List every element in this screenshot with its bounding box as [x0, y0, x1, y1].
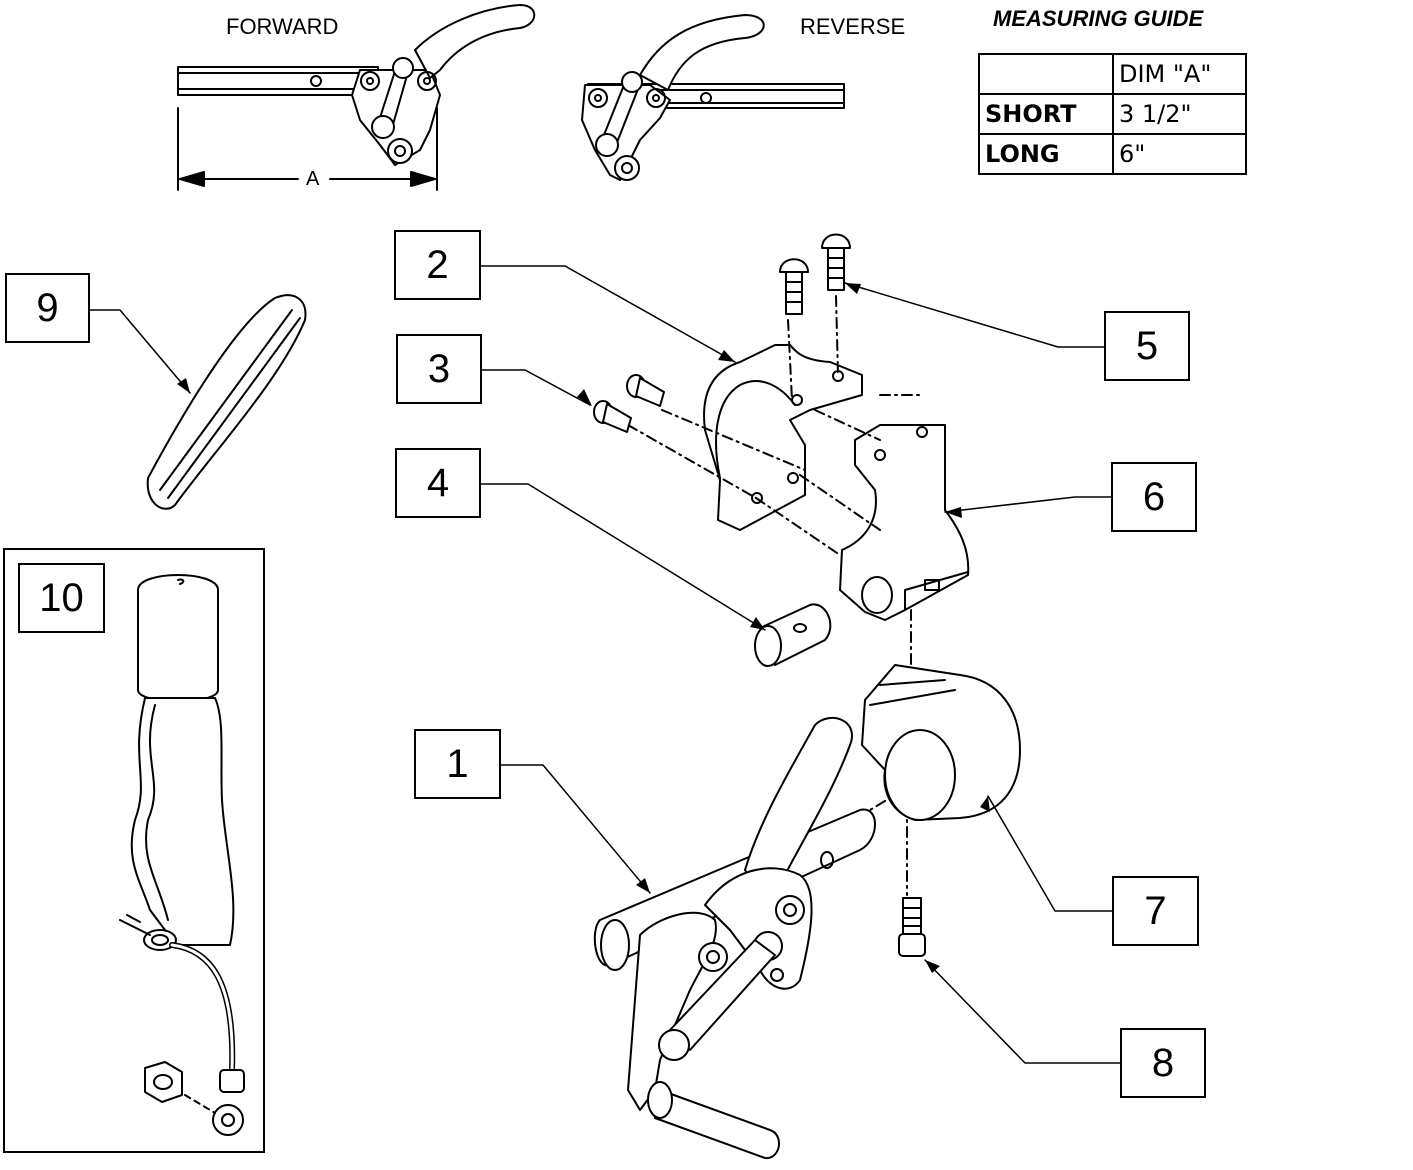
part-3-screws — [593, 374, 665, 433]
callout-7: 7 — [1112, 876, 1199, 946]
callout-10: 10 — [18, 563, 105, 633]
callout-arrowheads — [177, 283, 990, 973]
measuring-guide-title: MEASURING GUIDE — [993, 6, 1204, 31]
callout-leader-lines — [89, 265, 1122, 1064]
table-cell: 6" — [1112, 133, 1247, 175]
table-header-cell: DIM "A" — [1112, 53, 1247, 95]
part-9-handle-pad — [146, 294, 307, 510]
table-row: LONG 6" — [978, 133, 1247, 175]
callout-3: 3 — [396, 334, 482, 404]
callout-4: 4 — [395, 448, 481, 518]
table-row: SHORT 3 1/2" — [978, 93, 1247, 135]
part-10-handle-grip-assembly — [119, 574, 245, 1136]
dimension-a-label: A — [306, 168, 320, 190]
callout-5: 5 — [1104, 311, 1190, 381]
part-10-frame — [3, 548, 265, 1153]
measuring-guide-table: DIM "A" SHORT 3 1/2" LONG 6" — [978, 53, 1247, 175]
reverse-view-drawing — [581, 14, 845, 181]
table-cell: 3 1/2" — [1112, 93, 1247, 135]
table-header-cell — [978, 53, 1114, 95]
part-5-screws — [779, 233, 851, 315]
assembly-dashed-lines — [627, 295, 923, 896]
callout-1: 1 — [414, 729, 501, 799]
part-8-bolt — [898, 897, 926, 957]
table-row: DIM "A" — [978, 53, 1247, 95]
part-1-brake-lever-assembly — [593, 716, 876, 1160]
forward-label: FORWARD — [226, 14, 339, 39]
table-cell: SHORT — [978, 93, 1114, 135]
reverse-label: REVERSE — [800, 14, 906, 39]
callout-8: 8 — [1120, 1028, 1206, 1098]
part-7-clamp-collar — [861, 664, 1021, 821]
part-6-clamp-half — [839, 424, 970, 621]
callout-2: 2 — [394, 230, 481, 300]
forward-view-drawing — [177, 4, 536, 191]
callout-9: 9 — [5, 273, 90, 343]
part-2-clamp-half — [703, 344, 863, 531]
part-4-pin — [754, 603, 832, 667]
table-cell: LONG — [978, 133, 1114, 175]
callout-6: 6 — [1111, 462, 1197, 532]
